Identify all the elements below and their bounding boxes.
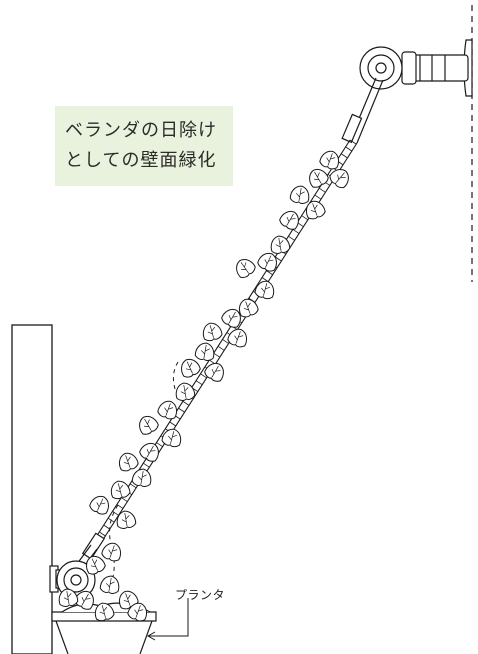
ivy-leaf xyxy=(202,322,223,342)
wire-twist xyxy=(288,236,295,241)
wire-twist xyxy=(182,401,190,406)
wire-twist xyxy=(213,352,221,358)
planter-label: プランタ xyxy=(175,588,226,602)
ivy-leaf xyxy=(329,169,349,189)
ivy-leaf xyxy=(110,480,131,500)
wire-twist xyxy=(99,531,107,537)
wire-twist xyxy=(143,463,150,468)
vine-trails xyxy=(107,361,179,593)
wire-twist xyxy=(349,139,357,145)
wire-twist xyxy=(292,229,300,234)
upper-bracket xyxy=(359,39,473,97)
wire-twist xyxy=(218,346,225,351)
ivy-leaf xyxy=(86,555,106,575)
ivy-leaf xyxy=(157,400,178,420)
wire-twist xyxy=(178,408,186,413)
ivy-leaf xyxy=(101,542,122,562)
ivy-leaf xyxy=(257,252,277,272)
wire-twist xyxy=(345,146,352,152)
wire-twist xyxy=(169,421,177,427)
wire-twist xyxy=(156,442,164,448)
wire-twist xyxy=(319,187,326,193)
ivy-leaf xyxy=(118,452,139,472)
wire-twist xyxy=(222,339,229,344)
ivy-leaf xyxy=(309,168,329,188)
ivy-leaves xyxy=(58,150,349,622)
ivy-leaf xyxy=(89,495,109,515)
ivy-leaf xyxy=(175,382,196,401)
upper-turnbuckle xyxy=(341,77,384,144)
wire-twist xyxy=(103,525,111,530)
ivy-leaf xyxy=(204,362,224,382)
ivy-leaf xyxy=(161,428,182,448)
wire-twist xyxy=(314,194,322,200)
wire-twist xyxy=(266,270,273,276)
wire-twist xyxy=(196,380,203,386)
ivy-leaf xyxy=(236,258,256,278)
ivy-leaf xyxy=(139,415,159,435)
ivy-leaf xyxy=(131,468,152,487)
ivy-leaf xyxy=(139,442,159,462)
wire-twist xyxy=(275,256,282,262)
caption-line-2: としての壁面緑化 xyxy=(65,150,217,171)
planter-pointer xyxy=(146,598,189,641)
ivy-leaf xyxy=(99,575,120,594)
ivy-leaf xyxy=(127,602,148,622)
ivy-leaf xyxy=(181,358,201,378)
ivy-leaf xyxy=(58,588,79,607)
wire-twist xyxy=(121,497,128,503)
ivy-leaf xyxy=(194,342,215,361)
ivy-leaf xyxy=(289,185,310,204)
wire-twist xyxy=(130,483,137,489)
ivy-leaf xyxy=(279,210,299,230)
ivy-leaf xyxy=(94,602,115,622)
left-wall xyxy=(11,324,53,654)
ivy-leaf xyxy=(270,235,291,254)
ivy-leaf xyxy=(254,280,275,300)
ivy-leaf xyxy=(238,298,259,318)
caption-line-1: ベランダの日除け xyxy=(65,120,217,141)
wire-twist xyxy=(200,373,207,379)
ivy-leaf xyxy=(116,510,137,529)
ivy-leaf xyxy=(227,328,248,348)
ivy-leaf xyxy=(305,200,326,220)
caption-box: ベランダの日除け としての壁面緑化 xyxy=(55,106,233,186)
wire-twist xyxy=(340,153,348,159)
wire-twist xyxy=(301,215,308,221)
ivy-leaf xyxy=(319,150,340,170)
ivy-leaf xyxy=(221,308,241,328)
ivy-leaf xyxy=(74,590,94,610)
